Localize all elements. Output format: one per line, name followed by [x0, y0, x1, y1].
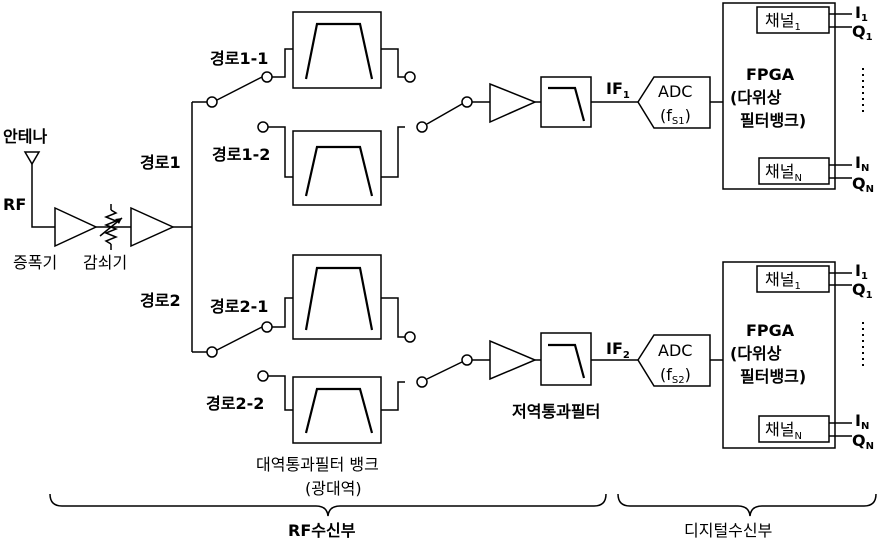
path1-2-label: 경로1-2 — [212, 145, 270, 164]
rf-receiver-brace-icon — [49, 493, 607, 517]
out-i1-2: I1 — [855, 261, 868, 282]
channel-1-label: 채널1 — [765, 11, 801, 33]
fpga2-line1: FPGA — [746, 321, 795, 340]
fpga2-line3: 필터뱅크) — [740, 367, 806, 386]
adc2-title: ADC — [658, 341, 692, 360]
lpf-label: 저역통과필터 — [512, 402, 600, 421]
amplifier2-icon — [130, 206, 175, 248]
bpf-bank-label: 대역통과필터 뱅크 — [256, 455, 379, 474]
out-q1-2: Q1 — [852, 280, 873, 301]
out-in: IN — [855, 153, 869, 174]
adc1-title: ADC — [658, 82, 692, 101]
if-amplifier-1 — [489, 82, 537, 124]
attenuator-label: 감쇠기 — [83, 253, 127, 272]
path1-1-label: 경로1-1 — [210, 49, 268, 68]
out-q1: Q1 — [852, 22, 873, 43]
bandpass-filter-2-2 — [292, 376, 382, 444]
switch-arm-icon — [426, 361, 463, 380]
digital-receiver-brace-icon — [617, 493, 877, 517]
switch-arm-icon — [216, 326, 263, 351]
adc1-fs: (fS1) — [660, 106, 691, 127]
fpga1-line2: (다위상 — [730, 88, 782, 107]
channel-n-label-2: 채널N — [765, 420, 802, 442]
channel-box — [758, 415, 830, 443]
if2-label: IF2 — [606, 339, 630, 361]
channel-box — [756, 265, 830, 293]
adc2-fs: (fS2) — [660, 365, 691, 386]
path2-1-label: 경로2-1 — [210, 297, 268, 316]
path2-label: 경로2 — [140, 291, 181, 310]
digital-receiver-label: 디지털수신부 — [684, 521, 772, 540]
path2-2-label: 경로2-2 — [206, 394, 264, 413]
channel-1-label-2: 채널1 — [765, 270, 801, 292]
rf-receiver-label: RF수신부 — [288, 521, 356, 540]
bpf-bank-sub-label: (광대역) — [305, 479, 362, 498]
channel-box — [758, 157, 830, 185]
channel-box — [756, 6, 830, 34]
if-amplifier-2 — [489, 339, 537, 381]
amplifier-label: 증폭기 — [13, 253, 57, 272]
path1-label: 경로1 — [140, 153, 181, 172]
antenna-icon — [23, 151, 41, 226]
amplifier-icon — [54, 206, 98, 248]
if1-label: IF1 — [606, 79, 630, 101]
switch-contact-icon — [206, 96, 218, 108]
antenna-label: 안테나 — [3, 127, 47, 146]
switch-arm-icon — [426, 103, 463, 125]
fpga2-line2: (다위상 — [730, 344, 782, 363]
channel-n-label: 채널N — [765, 162, 802, 184]
fpga1-line1: FPGA — [746, 65, 795, 84]
rf-label: RF — [3, 195, 26, 214]
attenuator-icon — [99, 204, 123, 250]
fpga1-line3: 필터뱅크) — [740, 111, 806, 130]
out-qn: QN — [852, 174, 874, 195]
out-qn-2: QN — [852, 431, 874, 452]
out-in-2: IN — [855, 411, 869, 432]
out-i1: I1 — [855, 3, 868, 24]
switch-arm-icon — [216, 76, 263, 101]
